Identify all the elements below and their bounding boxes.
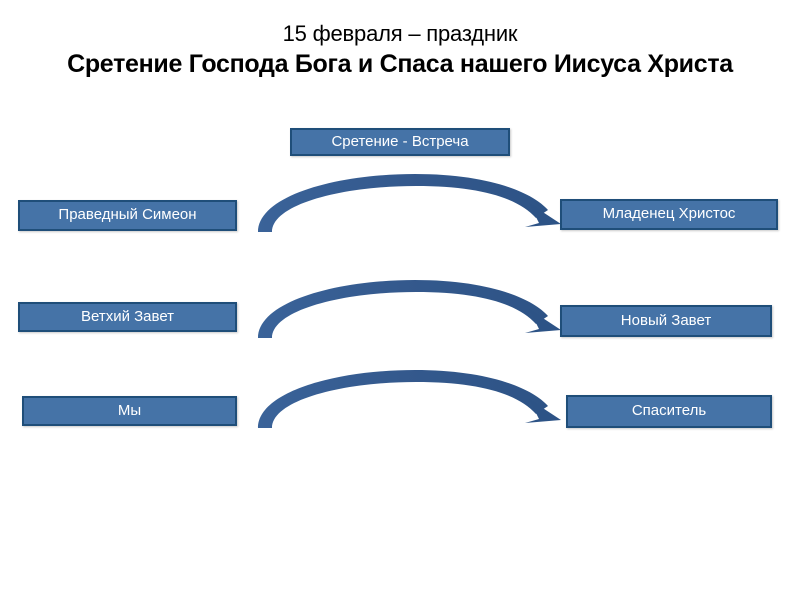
slide-title: 15 февраля – праздник Сретение Господа Б… (40, 20, 760, 79)
curved-arrow-icon-1 (258, 174, 561, 232)
node-box-top[interactable]: Сретение - Встреча (290, 128, 510, 156)
title-line-date: 15 февраля – праздник (282, 21, 518, 46)
curved-arrow-icon-3 (258, 370, 561, 428)
node-box-left-2[interactable]: Ветхий Завет (18, 302, 237, 332)
node-box-right-2[interactable]: Новый Завет (560, 305, 772, 337)
node-box-left-1[interactable]: Праведный Симеон (18, 200, 237, 231)
title-line-feast: Сретение Господа Бога и Спаса нашего Иис… (67, 50, 733, 78)
node-box-left-3[interactable]: Мы (22, 396, 237, 426)
node-box-right-3[interactable]: Спаситель (566, 395, 772, 428)
curved-arrow-icon-2 (258, 280, 561, 338)
node-box-right-1[interactable]: Младенец Христос (560, 199, 778, 230)
